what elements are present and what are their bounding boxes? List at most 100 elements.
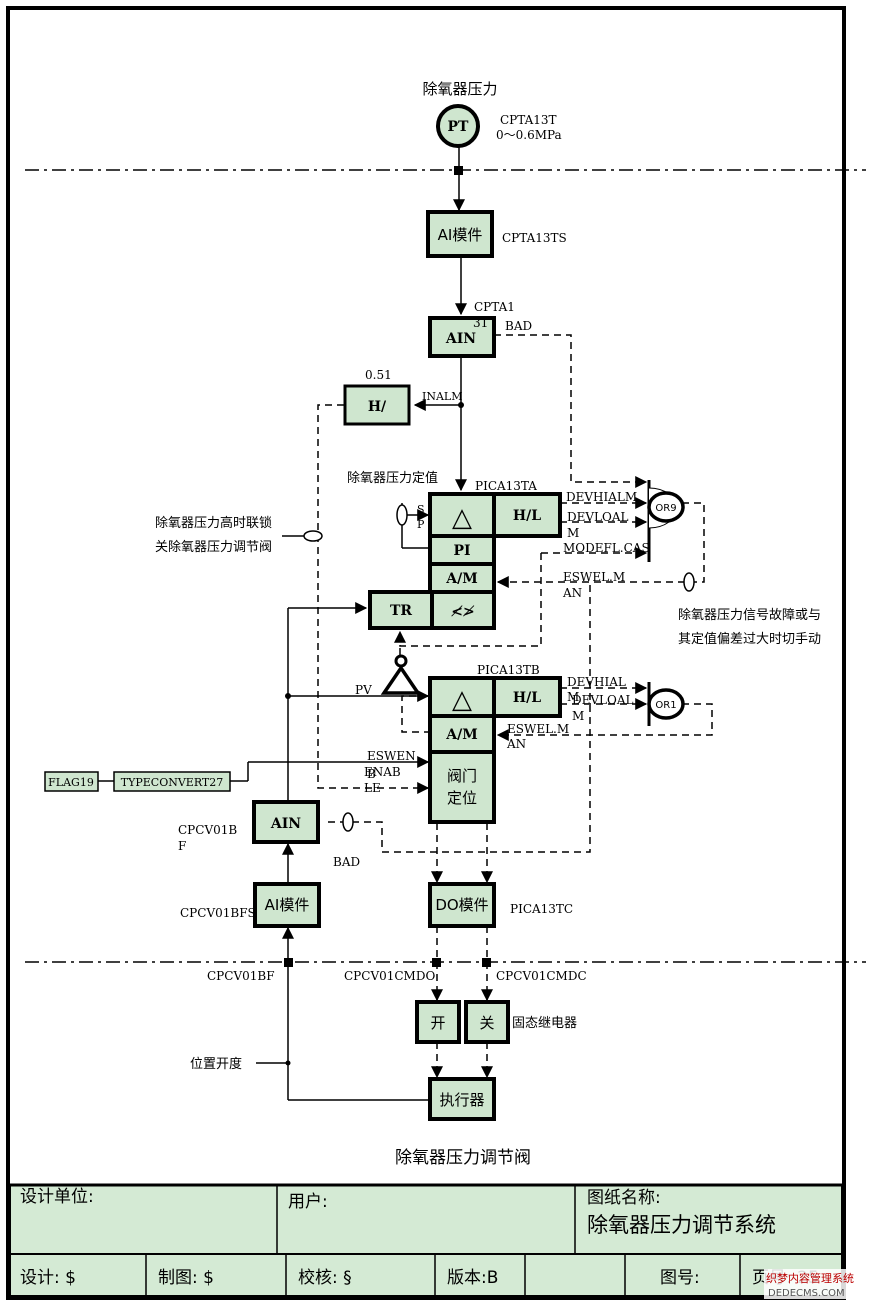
svg-text:织梦内容管理系统: 织梦内容管理系统 [766, 1271, 854, 1285]
deviation-block-2[interactable]: △ [428, 676, 496, 718]
title-block [9, 1183, 843, 1297]
svg-text:AIN: AIN [270, 816, 301, 832]
le-label: LE [364, 781, 381, 795]
drawing-name-label: 图纸名称: [587, 1188, 661, 1208]
f-label: F [178, 839, 186, 853]
check-field: 校核: § [298, 1268, 352, 1288]
svg-text:FLAG19: FLAG19 [48, 776, 94, 789]
drawing-name: 除氧器压力调节系统 [587, 1213, 776, 1237]
svg-text:AI模件: AI模件 [438, 226, 483, 244]
position-label: 位置开度 [190, 1056, 242, 1072]
m-label-3: M [572, 709, 584, 723]
ai-module-1[interactable]: AI模件 [426, 210, 494, 258]
svg-text:TYPECONVERT27: TYPECONVERT27 [121, 776, 224, 789]
svg-text:关: 关 [479, 1014, 494, 1032]
b-label: B [367, 767, 376, 781]
tag-cpta1: CPTA1 [474, 300, 515, 314]
pv-label: PV [355, 683, 372, 697]
p-label: P [417, 518, 425, 531]
m-label-2: M [567, 690, 579, 704]
bad-label-1: BAD [505, 319, 532, 333]
user-label: 用户: [288, 1192, 328, 1212]
enab-label: ENAB [364, 765, 401, 779]
ain-block-1[interactable]: AIN [428, 316, 496, 358]
tag-cpcv01b: CPCV01B [178, 823, 237, 837]
pressure-transmitter[interactable] [436, 104, 480, 148]
tr-block[interactable]: TR [368, 590, 434, 630]
eswelman-label-1: ESWEL.M [563, 570, 625, 584]
svg-text:H/L: H/L [513, 690, 541, 706]
tag-cpta13t: CPTA13T [500, 113, 557, 127]
svg-text:≮≯: ≮≯ [451, 604, 475, 620]
svg-text:H/L: H/L [513, 508, 541, 524]
m-label-1: M [567, 526, 579, 540]
design-unit-label: 设计单位: [20, 1187, 94, 1207]
eswelman-label-2: ESWEL.M [507, 722, 569, 736]
svg-text:AIN: AIN [445, 331, 476, 347]
svg-text:OR9: OR9 [655, 503, 676, 514]
svg-text:PI: PI [453, 543, 470, 559]
modefl-label: MODEFL.CAS [563, 541, 650, 555]
devloal-label: DEVLOAL [567, 510, 629, 524]
tag-31: 31 [473, 316, 488, 330]
tag-pica13ta: PICA13TA [475, 479, 537, 493]
transfer-switch[interactable] [380, 654, 422, 695]
fault-note-2: 其定值偏差过大时切手动 [678, 631, 821, 647]
limit-value: 0.51 [365, 368, 392, 382]
am-block-2[interactable]: A/M [428, 714, 496, 754]
fault-note-1: 除氧器压力信号故障或与 [678, 608, 821, 623]
actuator-block[interactable]: 执行器 [428, 1077, 496, 1121]
interlock-note-2: 关除氧器压力调节阀 [155, 540, 272, 555]
inalm-label: INALM [422, 390, 462, 403]
pi-block[interactable]: PI [428, 534, 496, 566]
svg-text:OR1: OR1 [655, 700, 676, 711]
tag-pica13tc: PICA13TC [510, 902, 573, 916]
an-label-1: AN [562, 586, 582, 600]
eswen-label: ESWEN [367, 749, 416, 763]
hl-block-1[interactable]: H/L [492, 492, 562, 538]
setpoint-label: 除氧器压力定值 [347, 470, 438, 486]
close-relay[interactable]: 关 [464, 1000, 510, 1044]
svg-text:△: △ [452, 685, 472, 715]
svg-text:开: 开 [430, 1014, 445, 1032]
hl-block-2[interactable]: H/L [492, 676, 562, 718]
svg-text:H/: H/ [368, 399, 387, 415]
svg-text:DEDECMS.COM: DEDECMS.COM [768, 1288, 845, 1299]
relay-label: 固态继电器 [512, 1016, 577, 1031]
svg-text:A/M: A/M [445, 571, 477, 587]
svg-text:△: △ [452, 503, 472, 533]
ai-module-2[interactable]: AI模件 [253, 882, 321, 928]
high-limit-block[interactable]: H/ [343, 384, 411, 426]
svg-text:执行器: 执行器 [439, 1091, 484, 1109]
valve-positioner-block[interactable]: 阀门 定位 [428, 750, 496, 824]
open-relay[interactable]: 开 [415, 1000, 461, 1044]
drawing-no-field: 图号: [660, 1268, 700, 1288]
design-field: 设计: $ [20, 1268, 76, 1288]
svg-text:阀门: 阀门 [447, 767, 477, 785]
or9-gate[interactable]: OR9 [647, 480, 685, 562]
devhial-label: DEVHIAL [567, 675, 626, 689]
limiter-block[interactable]: ≮≯ [430, 590, 496, 630]
ain-block-2[interactable]: AIN [252, 800, 320, 844]
or1-gate[interactable]: OR1 [647, 682, 685, 726]
tag-cpcv01bfs: CPCV01BFS [180, 906, 256, 920]
interlock-note-1: 除氧器压力高时联锁 [155, 515, 272, 531]
devhialm-label: DEVHIALM [566, 490, 637, 504]
watermark: 织梦内容管理系统 DEDECMS.COM [764, 1269, 868, 1299]
typeconvert-block[interactable]: TYPECONVERT27 [113, 771, 231, 792]
diagram-caption: 除氧器压力调节阀 [395, 1148, 531, 1168]
sheet-border [6, 6, 846, 1300]
svg-text:AI模件: AI模件 [265, 896, 310, 914]
pt-label: PT [448, 119, 470, 135]
am-block-1[interactable]: A/M [428, 562, 496, 594]
do-module[interactable]: DO模件 [428, 882, 496, 928]
flag19-block[interactable]: FLAG19 [44, 771, 99, 792]
svg-text:TR: TR [390, 603, 412, 619]
devloal-label-2: DEVLOAL [572, 693, 634, 707]
s-label: S [417, 503, 425, 516]
svg-text:A/M: A/M [445, 727, 477, 743]
version-field: 版本:B [447, 1268, 498, 1288]
tag-cpcv01cmdc: CPCV01CMDC [496, 969, 587, 983]
deviation-block-1[interactable]: △ [428, 492, 496, 538]
